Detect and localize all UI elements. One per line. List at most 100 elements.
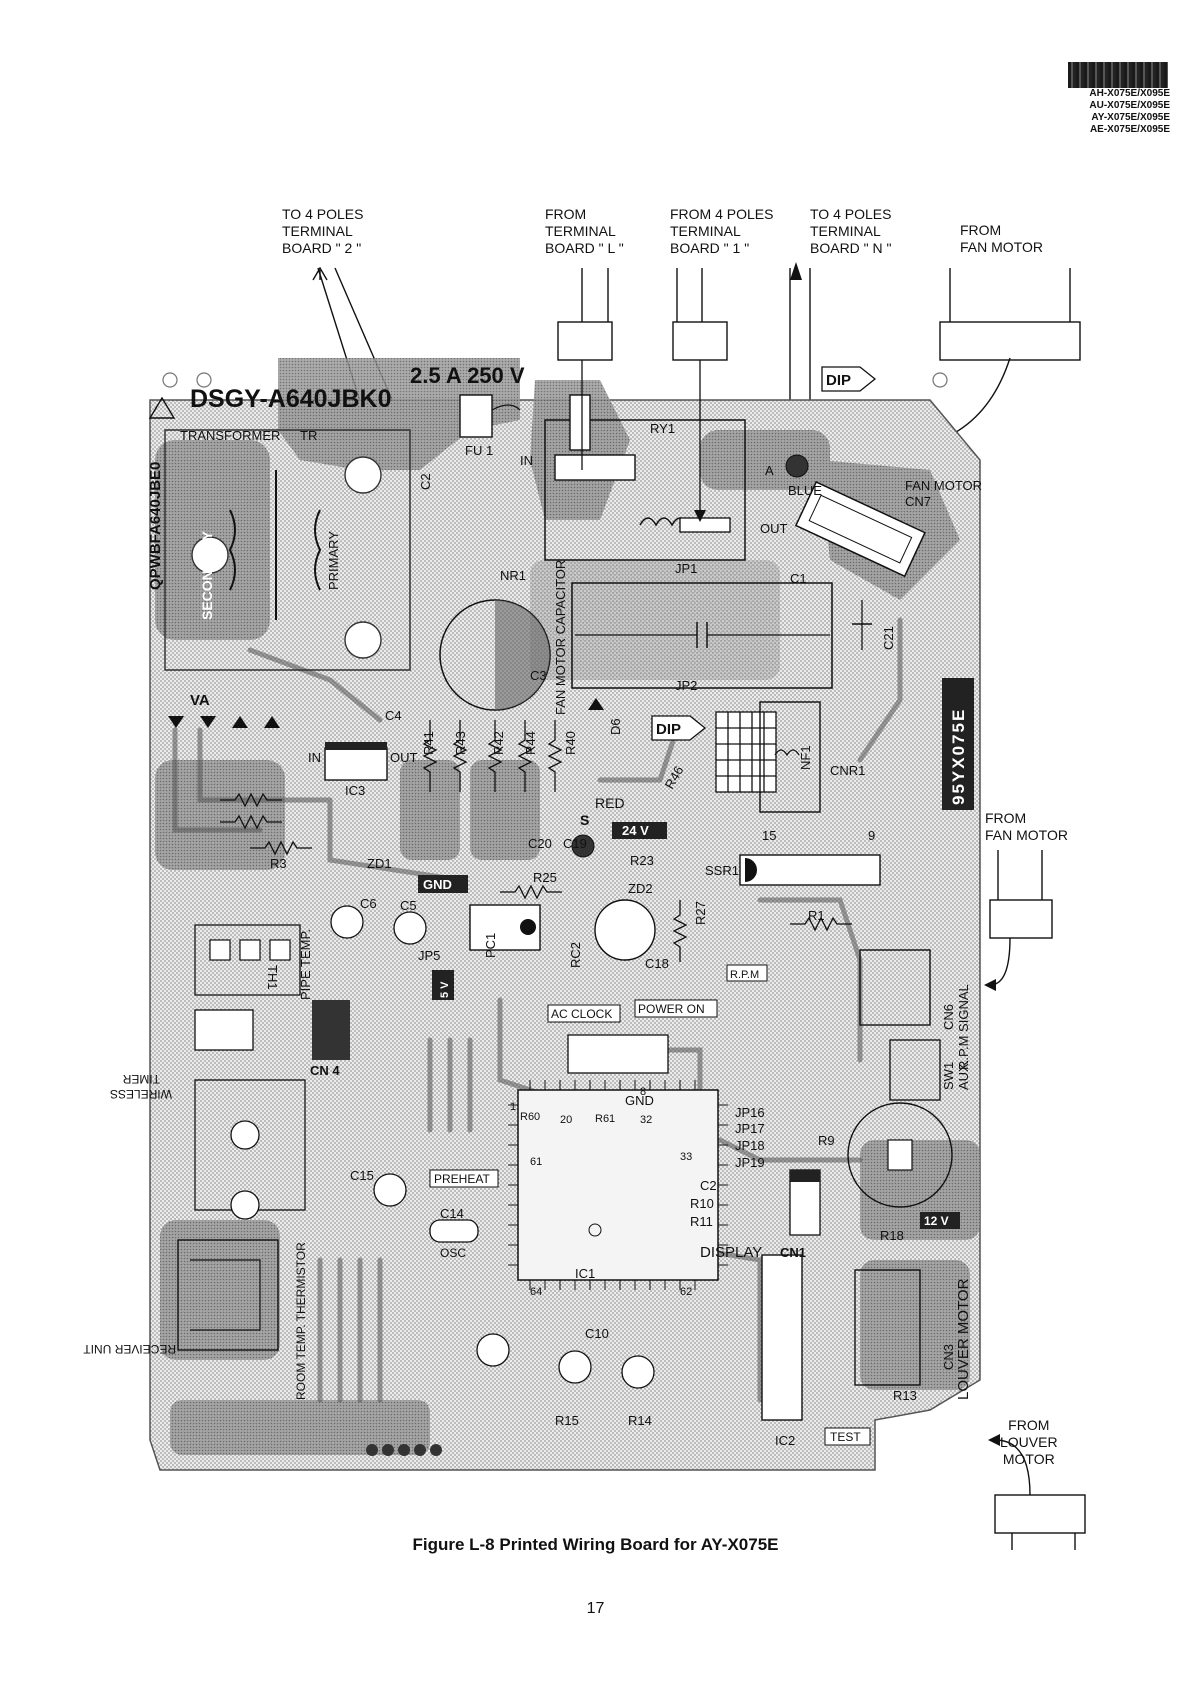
fuse-lead (491, 404, 521, 411)
page-number: 17 (586, 1600, 605, 1617)
transformer-mount-hole-2 (191, 536, 229, 574)
th1-label: TH1 (265, 965, 280, 990)
c2b-label: C2 (700, 1178, 717, 1193)
connector-grid (715, 711, 777, 793)
c6-label: C6 (360, 896, 377, 911)
transformer-mount-hole (344, 456, 382, 494)
gnd-badge (418, 875, 468, 893)
aux-connector (889, 1039, 941, 1101)
ac-clock-badge (547, 1004, 621, 1023)
12v-badge (920, 1212, 960, 1229)
dip-top-label: DIP (826, 372, 851, 389)
receiver-unit-shield (190, 1259, 261, 1331)
c3-label: C3 (530, 668, 547, 683)
switch-sw1 (887, 1139, 913, 1171)
th1-pad-1 (209, 939, 231, 961)
aux-label: AUX. (956, 1060, 971, 1090)
ic1-label: IC1 (575, 1266, 595, 1281)
gnd-badge-label: GND (423, 877, 452, 892)
c18-label: C18 (645, 956, 669, 971)
ic1-pin61-label: 61 (530, 1156, 542, 1168)
ic3-heatsink (325, 742, 387, 750)
r11-label: R11 (690, 1214, 713, 1229)
c21-label: C21 (881, 626, 896, 650)
pipe-temp-connector (312, 1000, 350, 1060)
blue-wire-point (785, 454, 809, 478)
c2-label: C2 (418, 473, 433, 490)
gnd-label: GND (625, 1093, 654, 1108)
louver-motor-connector (994, 1494, 1086, 1534)
resistor-bank (220, 720, 852, 962)
model-line-3: AY-X075E/X095E (1091, 112, 1170, 123)
arrow-terminal-1 (694, 510, 706, 522)
r14-label: R14 (628, 1413, 652, 1428)
r15-label: R15 (555, 1413, 579, 1428)
cn1-label: CN1 (780, 1245, 806, 1260)
tr-label: TR (300, 428, 317, 443)
c10-label: C10 (585, 1326, 609, 1341)
connector-cn6 (859, 949, 931, 1026)
dip-marker-top (821, 366, 877, 392)
r42-label: R42 (491, 731, 506, 755)
figure-caption: Figure L-8 Printed Wiring Board for AY-X… (412, 1535, 779, 1554)
jp17-label: JP17 (735, 1121, 765, 1136)
power-on-badge (634, 999, 718, 1018)
pipe-temp-label: PIPE TEMP. (298, 929, 313, 1000)
mount-hole-1 (162, 372, 178, 388)
label-to-terminal-2: TO 4 POLES TERMINAL BOARD " 2 " (282, 206, 364, 256)
fan-motor-cn7-line: FAN MOTOR (905, 478, 982, 493)
relay-in-label: IN (520, 453, 533, 468)
label-from-fan-motor-right: FROM FAN MOTOR (985, 810, 1068, 843)
nr1-label: NR1 (500, 568, 526, 583)
ic1-pin62-label: 62 (680, 1286, 692, 1298)
fan-motor-connector-right (989, 899, 1053, 939)
jp2-label: JP2 (675, 678, 697, 693)
transformer-secondary-coil (228, 509, 236, 591)
24v-badge (612, 822, 667, 839)
r40-label: R40 (563, 731, 578, 755)
model-line-4: AE-X075E/X095E (1089, 124, 1170, 135)
relay-out-label: OUT (760, 521, 788, 536)
c5-label: C5 (400, 898, 417, 913)
dip-marker-mid (651, 715, 707, 741)
c20-label: C20 (528, 836, 552, 851)
pin15-label: 15 (762, 828, 776, 843)
ic1-pin33-label: 33 (680, 1151, 692, 1163)
wireless-label: WIRELESS (110, 1087, 172, 1101)
capacitor-c12 (558, 1350, 592, 1384)
transformer-mount-hole-3 (344, 621, 382, 659)
ic1-pin32-label: 32 (640, 1114, 652, 1126)
pc1-marker (520, 919, 536, 935)
nf1-coil (774, 749, 800, 757)
bottom-pads (366, 1444, 442, 1456)
c19-label: C19 (563, 836, 587, 851)
ic3-in-label: IN (308, 750, 321, 765)
louver-motor-lead (994, 1439, 1031, 1496)
model-line-1: AH-X075E/X095E (1089, 88, 1170, 99)
va-label: VA (190, 692, 210, 709)
rpm-signal-label: R.P.M SIGNAL (956, 984, 971, 1070)
arrow-to-terminal-n (790, 262, 802, 280)
mount-hole-3 (932, 372, 948, 388)
c14-label: C14 (440, 1206, 464, 1221)
side-code-label: QPWBFA640JBE0 (147, 462, 164, 590)
fan-motor-connector-top (939, 321, 1081, 361)
ic1-center-mark (588, 1223, 602, 1237)
room-temp-thermistor-label: ROOM TEMP. THERMISTOR (294, 1242, 308, 1400)
rpm-label: R.P.M (730, 969, 759, 981)
transformer (164, 429, 411, 671)
ic2-label: IC2 (775, 1433, 795, 1448)
r13-label: R13 (893, 1388, 917, 1403)
th1-pad-2 (239, 939, 261, 961)
blue-label: BLUE (788, 483, 822, 498)
s-label: S (580, 812, 589, 828)
terminal-1-connector (672, 321, 728, 361)
transformer-primary-coil (314, 509, 322, 591)
transistor-q1 (230, 1120, 260, 1150)
ic1-pin64-label: 64 (530, 1286, 542, 1298)
fan-motor-cn7 (794, 480, 926, 578)
fan-motor-capacitor-c1 (571, 582, 833, 689)
ic3-label: IC3 (345, 783, 365, 798)
thermistor-th1 (194, 924, 301, 996)
